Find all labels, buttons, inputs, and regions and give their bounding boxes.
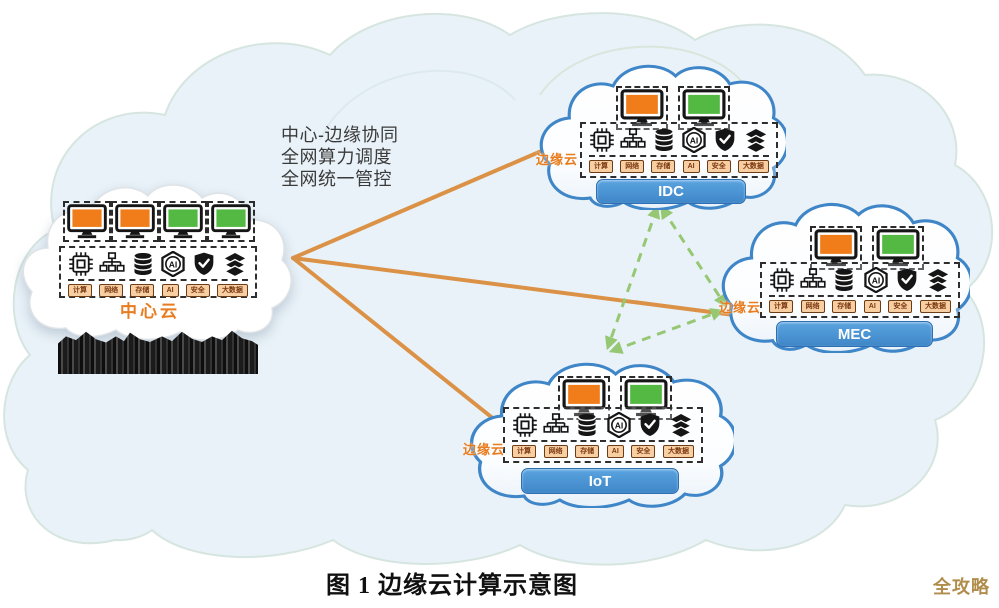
database-icon bbox=[831, 267, 857, 293]
figure-caption: 图 1 边缘云计算示意图 bbox=[326, 573, 578, 599]
monitor-green-icon bbox=[211, 204, 251, 239]
capability-chip: 计算 bbox=[589, 160, 613, 173]
layers-icon bbox=[222, 251, 248, 277]
monitor-orange bbox=[63, 201, 111, 242]
link-center-to-iot bbox=[291, 256, 502, 426]
center-cloud-label: 中心云 bbox=[120, 302, 180, 321]
ai-badge-icon bbox=[863, 267, 889, 293]
monitor-orange-icon bbox=[115, 204, 155, 239]
monitor-green bbox=[872, 226, 924, 270]
monitor-green bbox=[207, 201, 255, 242]
annotation-line: 中心-边缘协同 bbox=[281, 125, 399, 145]
cpu-icon bbox=[512, 412, 538, 438]
monitor-green bbox=[159, 201, 207, 242]
cpu-icon bbox=[68, 251, 94, 277]
capability-chip: 存储 bbox=[575, 445, 600, 458]
capability-chip: AI bbox=[863, 300, 881, 313]
annotation-text: 中心-边缘协同 全网算力调度 全网统一管控 bbox=[281, 124, 399, 190]
capability-chip: AI bbox=[606, 445, 624, 458]
capability-chip: AI bbox=[682, 160, 700, 173]
monitor-orange bbox=[616, 86, 668, 130]
mec-capability-box: 计算 网络 存储 AI 安全 大数据 bbox=[760, 262, 960, 318]
capability-chip: 安全 bbox=[631, 445, 656, 458]
center-capability-row: 计算 网络 存储 AI 安全 大数据 bbox=[68, 279, 248, 297]
ai-badge-icon bbox=[681, 127, 707, 153]
idc-monitors bbox=[616, 86, 730, 130]
annotation-line: 全网算力调度 bbox=[281, 147, 392, 167]
iot-icon-row bbox=[512, 412, 694, 438]
monitor-orange bbox=[810, 226, 862, 270]
capability-chip: 大数据 bbox=[737, 160, 769, 173]
ai-badge-icon bbox=[606, 412, 632, 438]
idc-banner: IDC bbox=[596, 179, 746, 204]
capability-chip: 大数据 bbox=[216, 284, 248, 297]
capability-chip: 大数据 bbox=[919, 300, 951, 313]
database-icon bbox=[130, 251, 156, 277]
iot-banner: IoT bbox=[521, 468, 679, 494]
capability-chip: 安全 bbox=[888, 300, 913, 313]
cpu-icon bbox=[769, 267, 795, 293]
mec-monitors bbox=[810, 226, 924, 270]
shield-check-icon bbox=[894, 267, 920, 293]
iot-capability-box: 计算 网络 存储 AI 安全 大数据 bbox=[503, 407, 703, 463]
center-cloud-monitors bbox=[63, 201, 255, 242]
link-iot-to-mec bbox=[608, 308, 725, 354]
center-capability-box: 计算 网络 存储 AI 安全 大数据 bbox=[59, 246, 257, 298]
shield-check-icon bbox=[637, 412, 663, 438]
database-icon bbox=[651, 127, 677, 153]
cpu-icon bbox=[589, 127, 615, 153]
layers-icon bbox=[925, 267, 951, 293]
network-tree-icon bbox=[800, 267, 826, 293]
capability-chip: 存储 bbox=[832, 300, 857, 313]
watermark: 全攻略 bbox=[933, 577, 990, 597]
shield-check-icon bbox=[191, 251, 217, 277]
capability-chip: 大数据 bbox=[662, 445, 694, 458]
network-tree-icon bbox=[543, 412, 569, 438]
capability-chip: 网络 bbox=[620, 160, 645, 173]
capability-chip: AI bbox=[161, 284, 179, 297]
idc-capability-box: 计算 网络 存储 AI 安全 大数据 bbox=[580, 122, 778, 178]
link-idc-to-mec bbox=[660, 205, 727, 308]
capability-chip: 存储 bbox=[130, 284, 155, 297]
database-icon bbox=[574, 412, 600, 438]
ai-badge-icon bbox=[160, 251, 186, 277]
monitor-orange-icon bbox=[67, 204, 107, 239]
layers-icon bbox=[743, 127, 769, 153]
layers-icon bbox=[668, 412, 694, 438]
iot-capability-row: 计算 网络 存储 AI 安全 大数据 bbox=[512, 440, 694, 458]
link-center-to-idc bbox=[291, 141, 562, 260]
capability-chip: 计算 bbox=[68, 284, 92, 297]
annotation-line: 全网统一管控 bbox=[281, 169, 392, 189]
capability-chip: 安全 bbox=[185, 284, 210, 297]
mec-capability-row: 计算 网络 存储 AI 安全 大数据 bbox=[769, 295, 951, 313]
decorative-cloud-arc bbox=[539, 45, 746, 96]
idc-capability-row: 计算 网络 存储 AI 安全 大数据 bbox=[589, 155, 769, 173]
network-tree-icon bbox=[620, 127, 646, 153]
capability-chip: 计算 bbox=[769, 300, 793, 313]
capability-chip: 网络 bbox=[99, 284, 124, 297]
capability-chip: 安全 bbox=[706, 160, 731, 173]
decorative-cloud-arc bbox=[319, 69, 516, 141]
capability-chip: 计算 bbox=[512, 445, 536, 458]
monitor-green-icon bbox=[163, 204, 203, 239]
link-idc-to-iot bbox=[605, 204, 660, 351]
capability-chip: 网络 bbox=[800, 300, 825, 313]
mec-edge-label: 边缘云 bbox=[719, 300, 762, 315]
iot-edge-label: 边缘云 bbox=[463, 442, 506, 457]
idc-edge-label: 边缘云 bbox=[536, 152, 579, 167]
shield-check-icon bbox=[712, 127, 738, 153]
network-tree-icon bbox=[99, 251, 125, 277]
capability-chip: 存储 bbox=[651, 160, 676, 173]
capability-chip: 网络 bbox=[543, 445, 568, 458]
idc-icon-row bbox=[589, 127, 769, 153]
monitor-orange bbox=[111, 201, 159, 242]
center-icon-row bbox=[68, 251, 248, 277]
monitor-green bbox=[678, 86, 730, 130]
mec-banner: MEC bbox=[776, 321, 933, 347]
mec-icon-row bbox=[769, 267, 951, 293]
